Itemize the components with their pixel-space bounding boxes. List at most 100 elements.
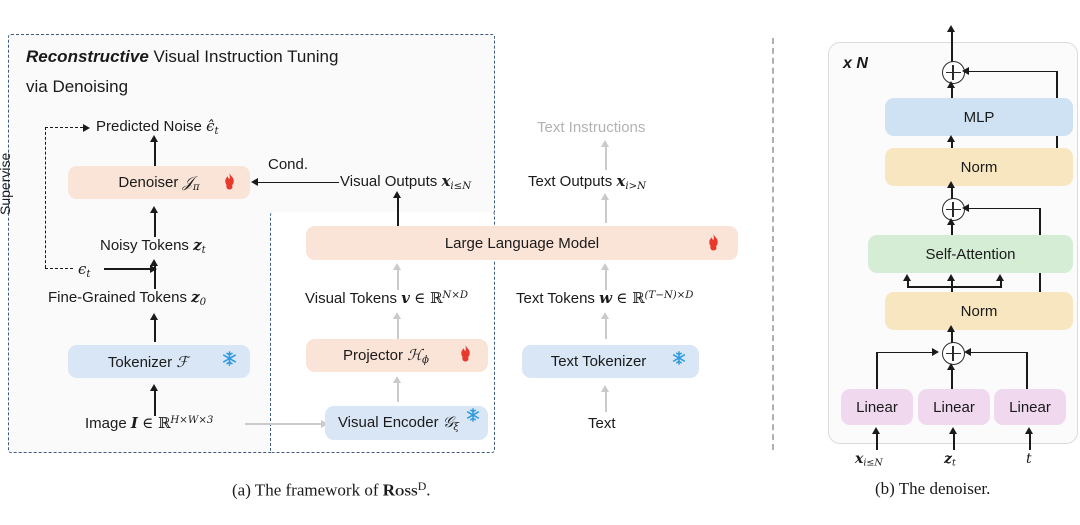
visual-encoder-symbol: 𝒢 bbox=[442, 413, 454, 432]
arrow-add-to-normbottom bbox=[951, 330, 953, 344]
linear-2-label: Linear bbox=[933, 398, 975, 416]
title-rest: Visual Instruction Tuning bbox=[148, 47, 339, 66]
supervise-dashed-bottom bbox=[45, 268, 73, 269]
visual-outputs-text: Visual Outputs bbox=[340, 173, 438, 190]
text-tokens-space: ∈ ℝ bbox=[616, 289, 645, 308]
arrow-text-tokens-to-llm bbox=[605, 268, 607, 290]
noisy-tokens-text: Noisy Tokens bbox=[100, 237, 189, 254]
arrow-fine-to-noisy bbox=[154, 265, 156, 289]
tokenizer-symbol: ℱ bbox=[176, 352, 189, 371]
input-z-subscript: t bbox=[951, 457, 956, 469]
qkv-arrow-q bbox=[907, 279, 909, 288]
arrow-noisy-to-denoiser bbox=[154, 211, 156, 237]
visual-encoder-subscript: ξ bbox=[453, 421, 460, 433]
predicted-noise-symbol: ϵ̂ bbox=[206, 117, 215, 135]
arrow-text-tokens-to-llm-head bbox=[601, 263, 609, 270]
visual-outputs-subscript: i≤N bbox=[450, 180, 472, 192]
projector-box: Projector ℋϕ bbox=[306, 339, 488, 372]
predicted-noise-label: Predicted Noise ϵ̂t bbox=[96, 119, 219, 137]
arrow-projector-to-visual-tokens bbox=[397, 317, 399, 339]
tokenizer-path-box bbox=[8, 212, 274, 453]
denoiser-input-x-label: xi≤N bbox=[855, 451, 883, 468]
fine-grained-symbol: z bbox=[191, 288, 200, 306]
denoiser-box: Denoiser 𝒥π bbox=[68, 166, 250, 199]
llm-label: Large Language Model bbox=[444, 234, 600, 252]
arrow-text-to-tokenizer bbox=[605, 390, 607, 412]
text-tokens-label: Text Tokens w ∈ ℝ(T−N)×D bbox=[516, 289, 693, 308]
supervise-arrowhead bbox=[83, 123, 90, 132]
arrow-epsilon-to-noisy bbox=[104, 268, 152, 270]
arrow-llm-to-visual-outputs bbox=[397, 196, 400, 226]
arrow-t-to-linear3 bbox=[1029, 432, 1031, 450]
arrow-fine-to-noisy-head bbox=[150, 259, 158, 266]
arrow-output-top bbox=[951, 30, 953, 62]
caption-a-name: Ross bbox=[382, 480, 418, 500]
linear2-to-add bbox=[951, 368, 953, 390]
arrow-tokenizer-to-fine-head bbox=[150, 313, 158, 320]
text-tokenizer-label: Text Tokenizer bbox=[550, 353, 647, 370]
linear1-to-add-head bbox=[932, 348, 939, 356]
linear1-to-add-vertical bbox=[876, 352, 878, 390]
arrow-add-to-normtop bbox=[951, 186, 953, 200]
denoiser-symbol: 𝒥 bbox=[182, 172, 193, 191]
linear2-to-add-head bbox=[947, 363, 955, 370]
flame-glyph bbox=[225, 173, 234, 190]
visual-tokens-superscript: N×D bbox=[442, 290, 469, 301]
mlp-block: MLP bbox=[885, 98, 1073, 136]
visual-encoder-box: Visual Encoder 𝒢ξ bbox=[325, 406, 488, 440]
linear-block-1: Linear bbox=[841, 389, 913, 425]
caption-a-suffix: . bbox=[426, 480, 431, 500]
text-instructions-label: Text Instructions bbox=[537, 119, 646, 136]
flame-glyph-llm bbox=[709, 234, 718, 251]
snowflake-icon-text-tokenizer bbox=[672, 351, 686, 368]
epsilon-subscript: t bbox=[86, 268, 91, 280]
residual-middle-horizontal bbox=[968, 207, 1041, 210]
snowflake-glyph-encoder bbox=[466, 408, 480, 422]
arrow-denoiser-to-noise-head bbox=[150, 135, 158, 142]
arrow-epsilon-head bbox=[150, 264, 157, 273]
visual-tokens-space: ∈ ℝ bbox=[414, 289, 443, 308]
title-emphasis: Reconstructive bbox=[26, 47, 149, 66]
arrow-projector-to-visual-tokens-head bbox=[393, 312, 401, 319]
text-tokens-text: Text Tokens bbox=[516, 290, 595, 308]
arrow-text-tokenizer-to-tokens bbox=[605, 317, 607, 339]
epsilon-label: ϵt bbox=[78, 262, 91, 280]
noisy-tokens-subscript: t bbox=[201, 244, 206, 256]
snowflake-icon-tokenizer bbox=[222, 351, 237, 369]
text-outputs-subscript: i>N bbox=[625, 180, 647, 192]
supervise-label: Supervise bbox=[0, 152, 13, 215]
linear-1-label: Linear bbox=[856, 398, 898, 416]
visual-tokens-text: Visual Tokens bbox=[305, 290, 398, 308]
linear3-to-add-vertical bbox=[1026, 352, 1028, 390]
supervise-dashed-vertical bbox=[45, 127, 46, 268]
predicted-noise-text: Predicted Noise bbox=[96, 118, 202, 135]
caption-a-superscript: D bbox=[417, 479, 427, 493]
caption-b: (b) The denoiser. bbox=[875, 479, 991, 498]
arrow-cond bbox=[257, 181, 339, 184]
image-label: Image I ∈ ℝH×W×3 bbox=[85, 415, 213, 431]
arrow-text-tokenizer-to-tokens-head bbox=[601, 312, 609, 319]
projector-subscript: ϕ bbox=[422, 354, 429, 366]
arrow-add-to-normbottom-head bbox=[947, 325, 955, 332]
visual-outputs-symbol: x bbox=[441, 172, 451, 190]
denoiser-input-z-label: zt bbox=[944, 451, 956, 468]
arrow-t-to-linear3-head bbox=[1025, 427, 1033, 434]
linear-block-2: Linear bbox=[918, 389, 990, 425]
qkv-arrow-k-head bbox=[947, 274, 955, 281]
denoiser-subscript: π bbox=[192, 181, 200, 193]
predicted-noise-subscript: t bbox=[214, 125, 219, 137]
arrow-llm-to-visual-outputs-head bbox=[393, 191, 401, 198]
input-t-symbol: t bbox=[1026, 451, 1032, 467]
residual-top-horizontal bbox=[968, 70, 1058, 73]
arrow-z-to-linear2-head bbox=[949, 427, 957, 434]
projector-label: Projector ℋϕ bbox=[343, 346, 429, 366]
supervise-dashed-top bbox=[45, 127, 83, 128]
visual-tokens-symbol: v bbox=[401, 289, 410, 308]
arrow-z-to-linear2 bbox=[953, 432, 955, 450]
arrow-visual-tokens-to-llm-head bbox=[393, 263, 401, 270]
arrow-text-to-tokenizer-head bbox=[601, 385, 609, 392]
tokenizer-label: Tokenizer ℱ bbox=[108, 353, 188, 371]
visual-outputs-label: Visual Outputs xi≤N bbox=[340, 174, 471, 192]
linear-3-label: Linear bbox=[1009, 398, 1051, 416]
arrow-llm-to-text-outputs bbox=[605, 198, 607, 223]
